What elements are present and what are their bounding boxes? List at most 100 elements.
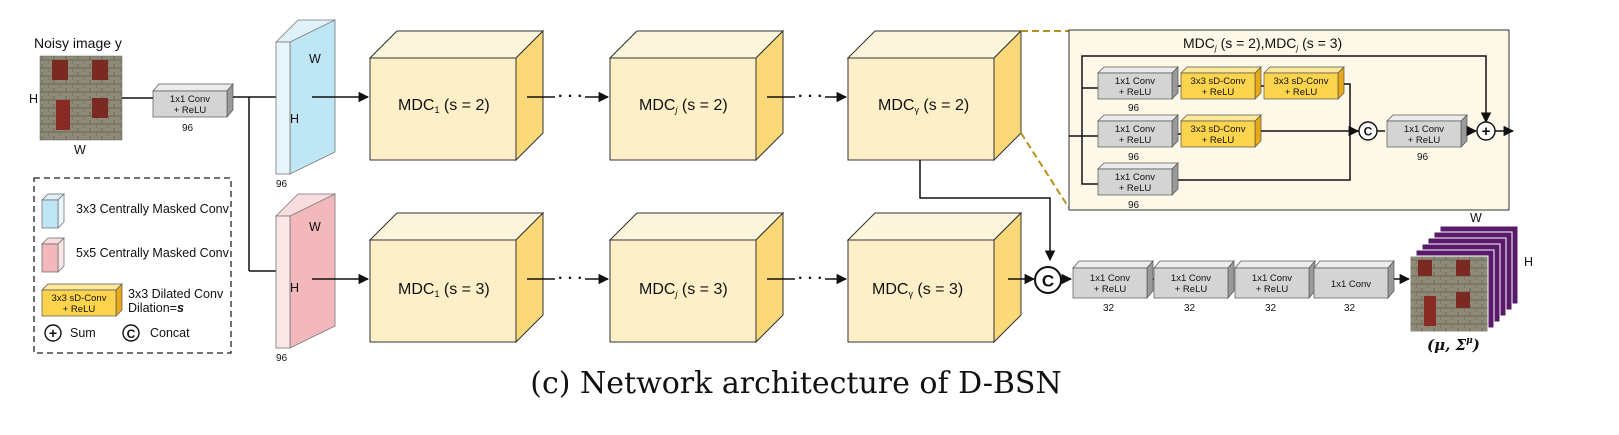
figure-caption: (c) Network architecture of D-BSN — [530, 366, 1061, 401]
svg-text:MDCj (s = 3): MDCj (s = 3) — [639, 281, 728, 299]
head-concat-icon — [1034, 266, 1062, 294]
legend-item1: 3x3 Centrally Masked Conv — [76, 202, 230, 216]
legend-item3b: + ReLU — [63, 304, 96, 315]
ellipsis-top-2: · · · — [798, 88, 823, 105]
mdc-top-gamma: MDCγ (s = 2) — [846, 29, 1023, 162]
svg-text:+: + — [1482, 123, 1491, 140]
detail-row3-conv — [1097, 168, 1173, 196]
svg-text:1x1 Conv: 1x1 Conv — [1331, 279, 1371, 290]
svg-text:1x1 Conv: 1x1 Conv — [1404, 124, 1444, 135]
svg-text:1x1 Conv: 1x1 Conv — [1171, 273, 1211, 284]
detail-fuse-ch: 96 — [1417, 152, 1429, 163]
svg-text:+: + — [49, 325, 57, 341]
svg-text:C: C — [1364, 125, 1373, 139]
svg-text:1x1 Conv: 1x1 Conv — [1090, 273, 1130, 284]
svg-text:+ ReLU: + ReLU — [1408, 135, 1441, 146]
svg-text:MDCγ (s = 3): MDCγ (s = 3) — [872, 281, 963, 299]
stem-conv-block: 1x1 Conv + ReLU — [152, 83, 234, 118]
detail-row2-conv — [1097, 120, 1173, 148]
svg-text:+ ReLU: + ReLU — [1119, 135, 1152, 146]
svg-text:+ ReLU: + ReLU — [1202, 135, 1235, 146]
detail-title: MDCj (s = 2),MDCj (s = 3) — [1183, 35, 1342, 53]
detail-row1-conv — [1097, 72, 1173, 100]
mdc-bottom-j: MDCj (s = 3) — [608, 211, 785, 344]
svg-text:MDCγ (s = 2): MDCγ (s = 2) — [878, 97, 969, 115]
head-conv-3-ch: 32 — [1265, 303, 1277, 314]
legend-mask3-swatch — [41, 199, 59, 229]
svg-text:1x1 Conv: 1x1 Conv — [1115, 76, 1155, 87]
legend-item3a: 3x3 sD-Conv — [52, 293, 107, 304]
zoom-connector-bottom — [1020, 132, 1070, 209]
ellipsis-bottom-1: · · · — [558, 270, 583, 287]
detail-skip-edge — [1069, 55, 1492, 137]
output-h-label: H — [1524, 255, 1533, 269]
legend-item3-line1: 3x3 Dilated Conv — [128, 287, 224, 301]
legend-concat-icon — [122, 324, 140, 342]
input-title: Noisy image y — [34, 35, 122, 51]
legend: 3x3 Centrally Masked Conv 5x5 Centrally … — [33, 177, 232, 354]
mask3-h-label: H — [290, 112, 299, 126]
mdc-bottom-1: MDC1 (s = 3) — [368, 211, 545, 344]
head-conv-1-ch: 32 — [1103, 303, 1115, 314]
svg-text:1x1 Conv: 1x1 Conv — [1252, 273, 1292, 284]
mdc-bottom-gamma: MDCγ (s = 3) — [846, 211, 1023, 344]
detail-row2-dconv — [1180, 120, 1256, 148]
mask5-channels: 96 — [276, 353, 288, 364]
svg-text:+ ReLU: + ReLU — [1119, 87, 1152, 98]
head-conv-4: 1x1 Conv — [1313, 260, 1395, 299]
edge-top-to-concat — [919, 160, 1056, 262]
svg-text:+ ReLU: + ReLU — [1119, 183, 1152, 194]
mdc-detail-panel: MDCj (s = 2),MDCj (s = 3) 1x1 Conv + ReL… — [1068, 29, 1515, 211]
legend-sum-label: Sum — [70, 326, 96, 340]
svg-text:3x3 sD-Conv: 3x3 sD-Conv — [1274, 76, 1329, 87]
svg-text:C: C — [1042, 272, 1054, 291]
svg-text:+ ReLU: + ReLU — [1094, 284, 1127, 295]
head-conv-4-ch: 32 — [1344, 303, 1356, 314]
svg-text:1x1 Conv: 1x1 Conv — [170, 94, 210, 105]
detail-row2-ch: 96 — [1128, 152, 1140, 163]
head-conv-1: 1x1 Conv + ReLU — [1072, 260, 1154, 299]
mask5-w-label: W — [309, 220, 321, 234]
masked-conv-5x5-bottom — [275, 193, 336, 349]
output-image-stack — [1409, 225, 1519, 333]
legend-sum-icon — [44, 324, 62, 342]
mdc-top-j: MDCj (s = 2) — [608, 29, 785, 162]
noisy-input-image — [39, 55, 123, 141]
legend-mask5-swatch — [41, 243, 59, 273]
head-conv-2-ch: 32 — [1184, 303, 1196, 314]
output-w-label: W — [1470, 211, 1482, 225]
svg-text:+ ReLU: + ReLU — [1202, 87, 1235, 98]
head-conv-2: 1x1 Conv + ReLU — [1153, 260, 1235, 299]
legend-item3-line2: Dilation=s — [128, 301, 184, 315]
legend-item2: 5x5 Centrally Masked Conv — [76, 246, 230, 260]
mask5-h-label: H — [290, 281, 299, 295]
head-conv-3: 1x1 Conv + ReLU — [1234, 260, 1316, 299]
mdc-top-1: MDC1 (s = 2) — [368, 29, 545, 162]
detail-row1-dconv-2 — [1263, 72, 1339, 100]
svg-text:3x3 sD-Conv: 3x3 sD-Conv — [1191, 76, 1246, 87]
legend-concat-label: Concat — [150, 326, 190, 340]
detail-fuse-conv — [1386, 120, 1462, 148]
legend-dilated-swatch — [41, 289, 117, 317]
svg-text:+ ReLU: + ReLU — [1285, 87, 1318, 98]
mask3-w-label: W — [309, 52, 321, 66]
input-w-label: W — [74, 143, 86, 157]
detail-row1-dconv-1 — [1180, 72, 1256, 100]
svg-text:MDC1 (s = 2): MDC1 (s = 2) — [398, 97, 490, 115]
detail-row1-ch: 96 — [1128, 103, 1140, 114]
svg-text:1x1 Conv: 1x1 Conv — [1115, 124, 1155, 135]
ellipsis-bottom-2: · · · — [798, 270, 823, 287]
svg-text:+ ReLU: + ReLU — [1175, 284, 1208, 295]
svg-text:+ ReLU: + ReLU — [1256, 284, 1289, 295]
detail-row3-ch: 96 — [1128, 200, 1140, 211]
input-h-label: H — [29, 92, 38, 106]
svg-text:1x1 Conv: 1x1 Conv — [1115, 172, 1155, 183]
output-label: (μ, Σμ) — [1427, 336, 1480, 354]
stem-channels: 96 — [182, 123, 194, 134]
svg-text:C: C — [127, 327, 136, 341]
svg-text:MDC1 (s = 3): MDC1 (s = 3) — [398, 281, 490, 299]
svg-text:3x3 sD-Conv: 3x3 sD-Conv — [1191, 124, 1246, 135]
mask3-channels: 96 — [276, 179, 288, 190]
ellipsis-top-1: · · · — [558, 88, 583, 105]
